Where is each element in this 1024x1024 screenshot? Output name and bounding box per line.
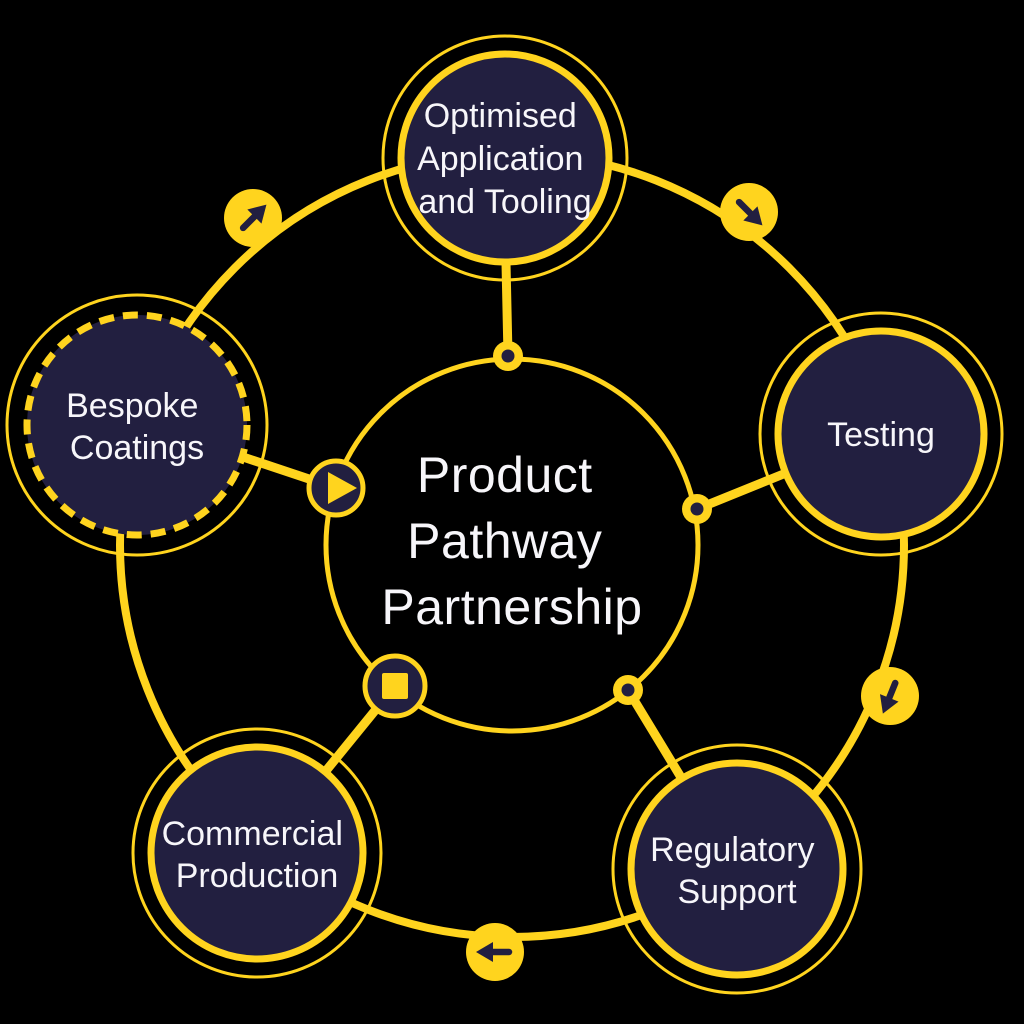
node-outer-ring <box>131 727 383 979</box>
connector-regulatory-to-center <box>623 685 687 784</box>
diagram-title: Product Pathway Partnership <box>381 447 642 635</box>
connector-dot-right <box>682 494 712 524</box>
node-label: Commercial Production <box>162 815 353 895</box>
stop-icon <box>362 653 428 719</box>
node-commercial-production: Commercial Production <box>131 727 383 979</box>
node-testing: Testing <box>758 311 1004 557</box>
node-outer-ring <box>5 293 269 557</box>
node-outer-ring <box>758 311 1004 557</box>
node-circle <box>147 743 367 963</box>
arrow-down-left-icon <box>861 667 919 725</box>
node-outer-ring <box>381 34 629 282</box>
node-outer-ring <box>611 743 863 995</box>
node-optimised-application-and-tooling: Optimised Application and Tooling <box>381 34 629 282</box>
arrow-down-right-icon <box>720 183 778 241</box>
connector-dot-top <box>493 341 523 371</box>
play-icon <box>306 458 366 518</box>
title-line-1: Product <box>417 447 593 503</box>
node-bespoke-coatings: Bespoke Coatings <box>5 293 269 557</box>
connector-testing-to-center <box>692 468 791 514</box>
connector-dot-bottom-right <box>613 675 643 705</box>
node-circle <box>397 50 613 266</box>
arrow-up-right-icon <box>224 189 282 247</box>
node-label: Bespoke Coatings <box>66 387 208 467</box>
node-regulatory-support: Regulatory Support <box>611 743 863 995</box>
node-label: Optimised Application and Tooling <box>417 97 593 221</box>
title-line-3: Partnership <box>381 579 642 635</box>
node-circle <box>774 327 988 541</box>
node-circle <box>627 759 847 979</box>
node-circle <box>23 311 251 539</box>
node-label: Regulatory Support <box>650 831 824 911</box>
node-label: Testing <box>827 416 935 454</box>
title-line-2: Pathway <box>407 513 602 569</box>
arrow-left-icon <box>466 923 524 981</box>
